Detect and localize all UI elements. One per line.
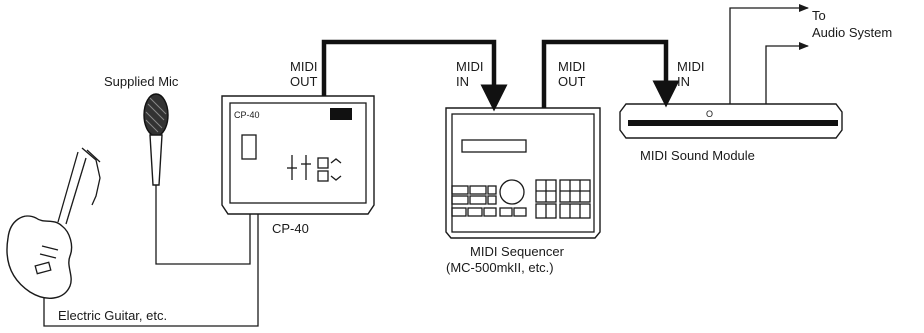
sound-module-label: MIDI Sound Module xyxy=(640,148,755,163)
electric-guitar-icon xyxy=(6,147,101,299)
midi-cable-sequencer-to-module xyxy=(541,39,680,108)
midi-cable-cp40-to-sequencer xyxy=(321,39,508,112)
guitar-cable xyxy=(43,148,259,327)
electric-guitar-label: Electric Guitar, etc. xyxy=(58,308,167,323)
cp40-unit: CP-40 xyxy=(221,95,375,215)
midi-out-label-sequencer: MIDI OUT xyxy=(558,59,589,89)
midi-in-label-sequencer: MIDI IN xyxy=(456,59,487,89)
midi-sound-module-unit: O xyxy=(619,103,843,139)
to-audio-system-label: To Audio System xyxy=(812,8,892,40)
cp40-label: CP-40 xyxy=(272,221,309,236)
audio-output-cable-1 xyxy=(729,4,809,104)
audio-output-cable-2 xyxy=(765,42,809,104)
sequencer-keypad-right xyxy=(535,179,591,219)
sequencer-keypad-left xyxy=(451,185,527,217)
cp40-panel-label: CP-40 xyxy=(234,110,260,120)
supplied-mic-label: Supplied Mic xyxy=(104,74,179,89)
midi-sequencer-unit xyxy=(445,107,601,239)
sequencer-label: MIDI Sequencer (MC-500mkII, etc.) xyxy=(446,244,568,275)
supplied-mic-icon xyxy=(143,93,169,186)
module-panel-label: O xyxy=(706,109,713,119)
midi-in-label-module: MIDI IN xyxy=(677,59,708,89)
midi-out-label-cp40: MIDI OUT xyxy=(290,59,321,89)
